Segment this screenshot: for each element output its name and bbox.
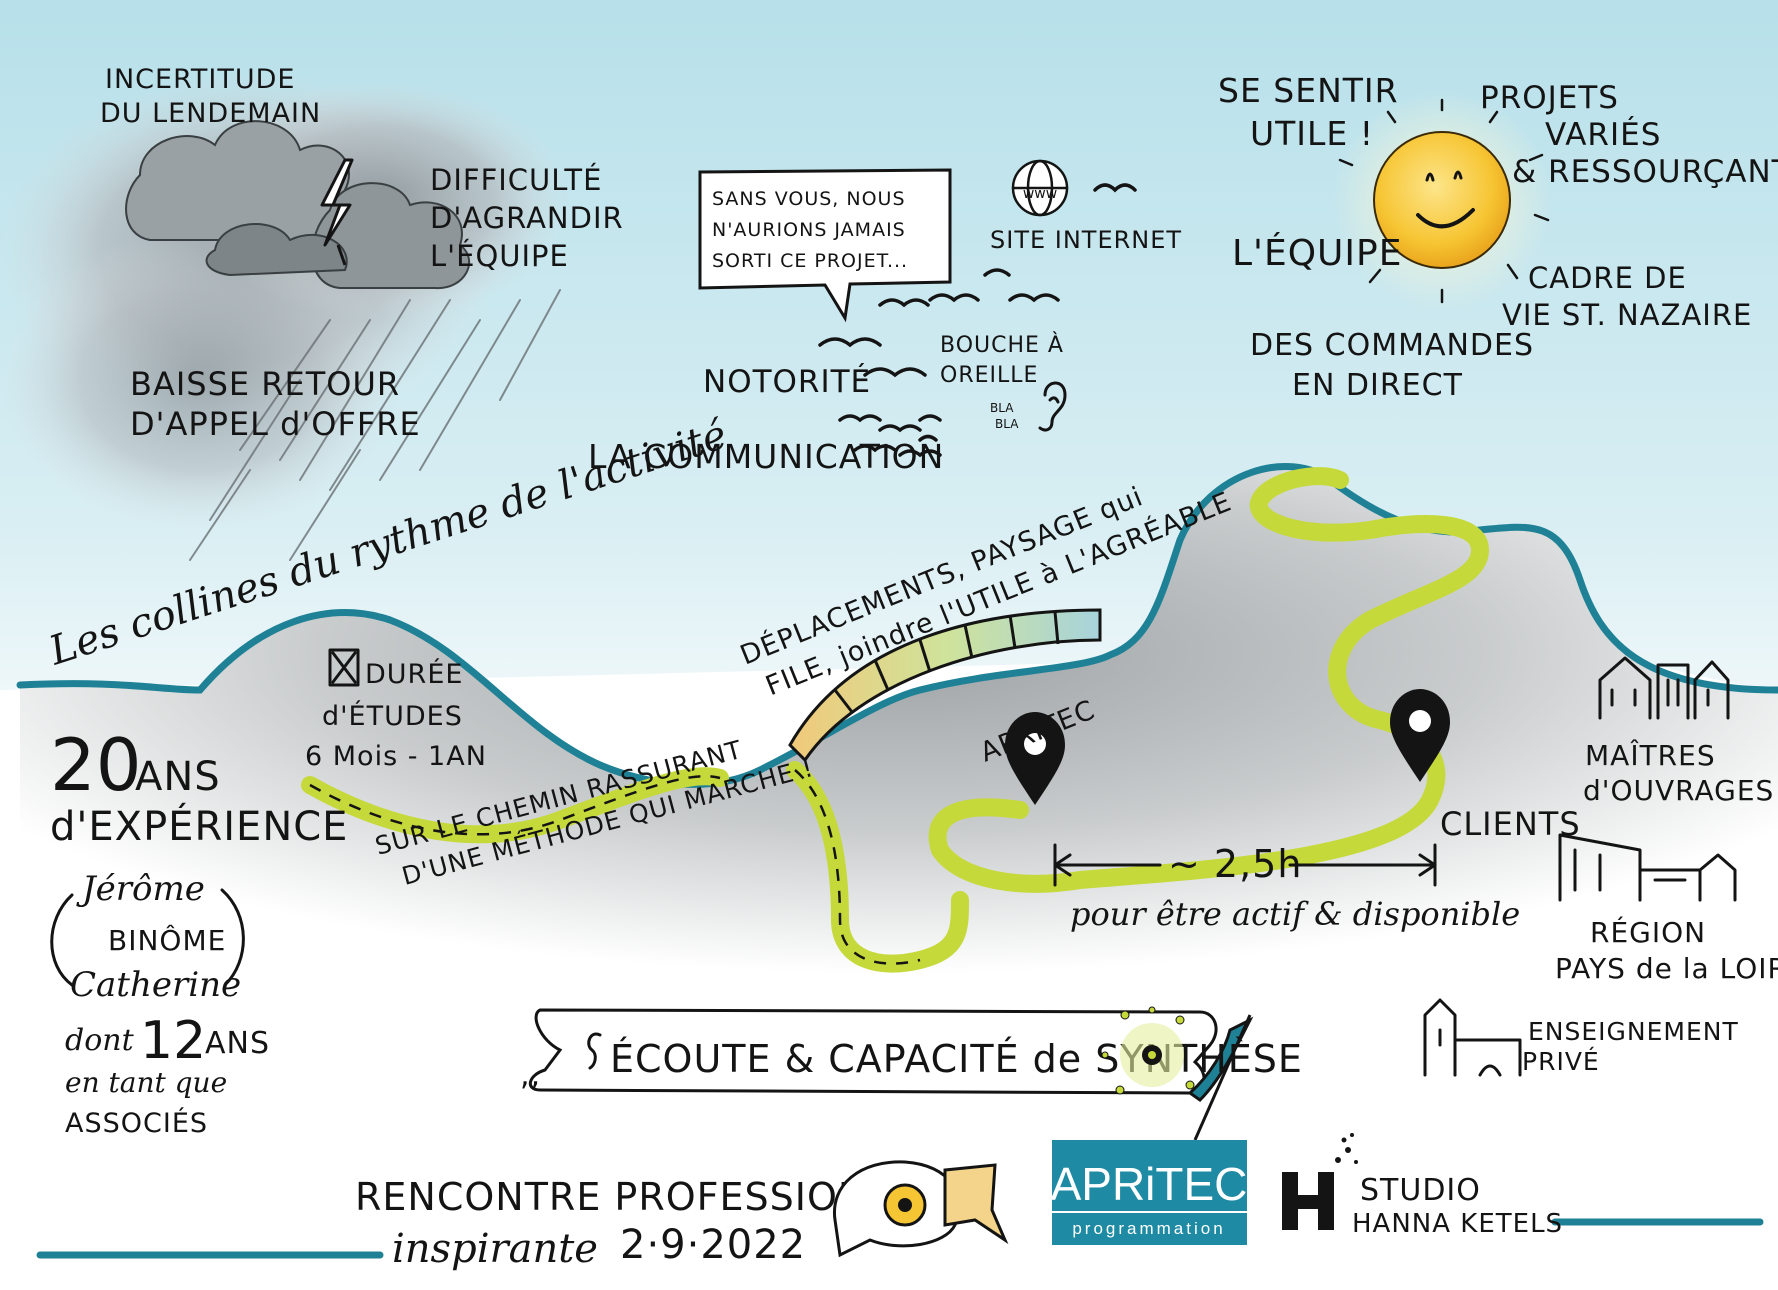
useful-text: SE SENTIR UTILE ! bbox=[1218, 71, 1410, 153]
apritec-logo-box bbox=[1052, 1140, 1247, 1245]
speech-line-2: N'AURIONS JAMAIS bbox=[712, 219, 906, 241]
buildings-icon bbox=[1558, 833, 1737, 902]
associate-years: 12 bbox=[140, 1011, 206, 1071]
rain-lines bbox=[189, 289, 561, 561]
apritec-logo-subtext: programmation bbox=[1072, 1219, 1225, 1238]
name-catherine: Catherine bbox=[70, 965, 241, 1005]
tenders-text: BAISSE RETOUR D'APPEL d'OFFRE bbox=[130, 365, 421, 443]
name-jerome: Jérôme bbox=[76, 869, 205, 909]
projects-text: PROJETS VARIÉS & RESSOURÇANTS bbox=[1480, 80, 1778, 190]
experience-years: 20 bbox=[50, 723, 142, 807]
speech-line-1: SANS VOUS, NOUS bbox=[712, 188, 906, 210]
lightning-tail bbox=[336, 244, 347, 266]
associate-line-1: en tant que bbox=[65, 1066, 227, 1099]
binome-brackets bbox=[50, 888, 245, 987]
clients-label: CLIENTS bbox=[1440, 805, 1581, 843]
associate-years-unit: ANS bbox=[205, 1026, 270, 1061]
ear-icon bbox=[1038, 381, 1067, 432]
education-text: ENSEIGNEMENT PRIVÉ bbox=[1522, 1017, 1748, 1076]
apritec-logo-text: APRiTEC bbox=[1051, 1158, 1248, 1210]
duration-text: DURÉE d'ÉTUDES 6 Mois - 1AN bbox=[305, 658, 487, 772]
experience-years-unit: ANS bbox=[135, 754, 221, 800]
travel-time-text: ~ 2,5h bbox=[1168, 842, 1302, 886]
studio-logo-icon bbox=[1282, 1133, 1358, 1230]
travel-time-arrow bbox=[1053, 843, 1437, 887]
studio-line-2: HANNA KETELS bbox=[1352, 1209, 1563, 1239]
dont-text: dont bbox=[65, 1023, 135, 1058]
speech-line-3: SORTI CE PROJET... bbox=[712, 250, 908, 272]
speech-bubble-text: SANS VOUS, NOUS N'AURIONS JAMAIS SORTI C… bbox=[712, 188, 913, 272]
region-text: RÉGION PAYS de la LOIRE bbox=[1555, 915, 1778, 985]
word-of-mouth-text: BOUCHE À OREILLE bbox=[940, 332, 1072, 388]
binome-text: BINÔME bbox=[108, 923, 226, 957]
studio-line-1: STUDIO bbox=[1360, 1173, 1481, 1208]
travel-time-caption: pour être actif & disponible bbox=[1070, 895, 1520, 933]
lightning-icon bbox=[320, 158, 354, 247]
focus-target-icon bbox=[1101, 1006, 1195, 1095]
ear-banner-icon bbox=[587, 1032, 602, 1070]
bridge-illustration bbox=[788, 608, 1102, 763]
globe-www-label: www bbox=[1023, 186, 1057, 202]
clients-pin-icon bbox=[1390, 689, 1450, 782]
event-subtitle: inspirante bbox=[392, 1226, 598, 1272]
birds-group bbox=[818, 183, 1137, 458]
school-icon bbox=[1423, 998, 1522, 1077]
difficulty-text: DIFFICULTÉ D'AGRANDIR L'ÉQUIPE bbox=[430, 163, 634, 273]
bla-bla-text: BLA BLA bbox=[990, 401, 1019, 431]
experience-label: d'EXPÉRIENCE bbox=[50, 802, 348, 850]
communication-text: LA COMMUNICATION bbox=[588, 437, 944, 476]
houses-icon bbox=[1598, 656, 1730, 720]
hourglass-icon bbox=[328, 648, 360, 687]
globe-icon bbox=[1011, 159, 1069, 217]
hill-outline bbox=[16, 463, 1778, 788]
website-text: SITE INTERNET bbox=[990, 226, 1182, 254]
sun-icon bbox=[1332, 90, 1552, 310]
speech-bubble-shape bbox=[698, 168, 952, 323]
banner-pole bbox=[1193, 1014, 1252, 1141]
uncertainty-text: INCERTITUDE DU LENDEMAIN bbox=[100, 64, 321, 129]
notoriety-text: NOTORITÉ bbox=[703, 364, 871, 400]
banner-flag-tail bbox=[1187, 1016, 1254, 1102]
hills-ground bbox=[20, 466, 1778, 1000]
speech-bubbles-icon bbox=[832, 1160, 1009, 1258]
associate-line-2: ASSOCIÉS bbox=[65, 1107, 208, 1139]
living-text: CADRE DE VIE ST. NAZAIRE bbox=[1502, 261, 1752, 332]
team-text: L'ÉQUIPE bbox=[1232, 232, 1402, 274]
path-dashes bbox=[309, 769, 921, 965]
orders-text: DES COMMANDES EN DIRECT bbox=[1250, 328, 1545, 403]
event-date: 2·9·2022 bbox=[620, 1222, 806, 1268]
owners-text: MAÎTRES d'OUVRAGES bbox=[1583, 738, 1774, 807]
banner-text: ÉCOUTE & CAPACITÉ de SYNTHÈSE bbox=[610, 1037, 1303, 1081]
apritec-pin-icon bbox=[1005, 712, 1065, 805]
storm-cloud bbox=[0, 70, 570, 530]
banner-ticks: ,, bbox=[520, 1058, 541, 1093]
